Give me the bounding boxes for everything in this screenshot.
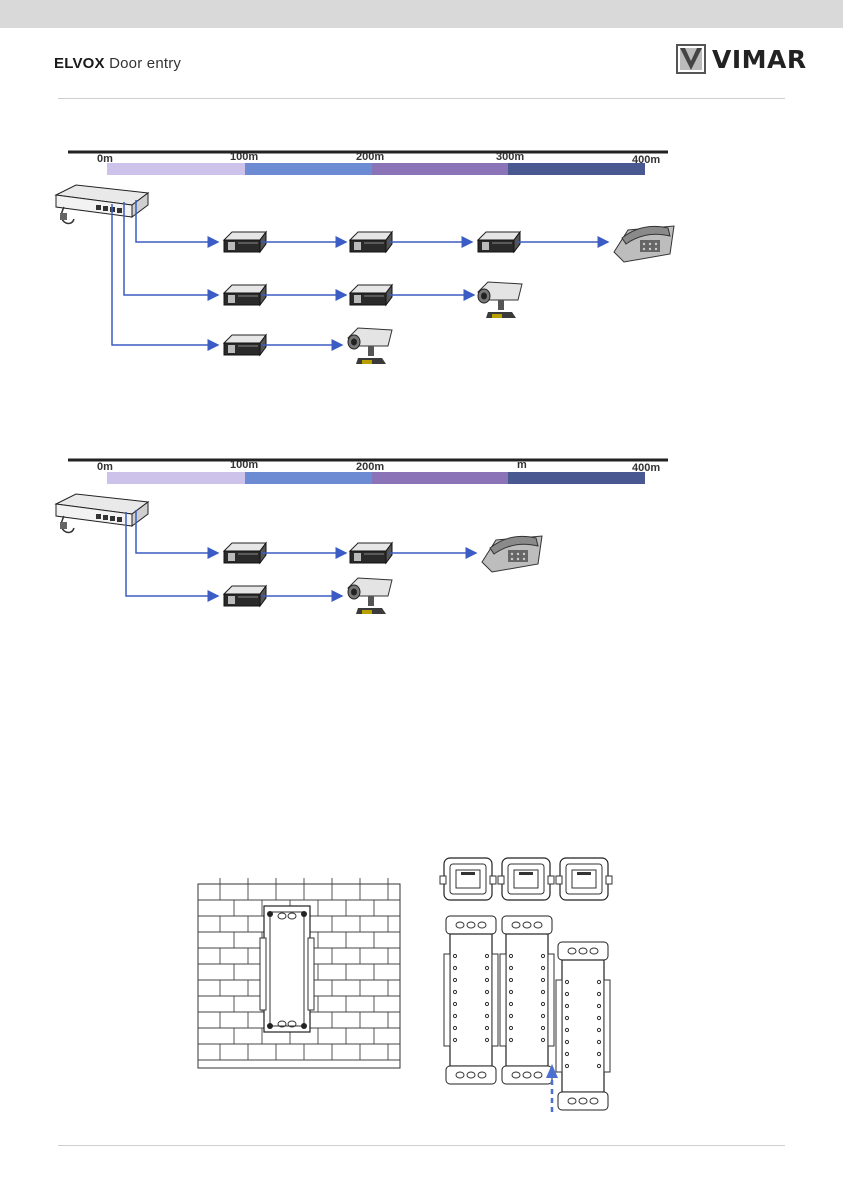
vimar-logo-icon [676, 44, 706, 74]
scale-label-100: 100m [230, 459, 258, 471]
poe-extender-icon [224, 543, 266, 563]
extender-device-mounted [260, 906, 314, 1032]
rj45-module-icon [556, 858, 612, 900]
din-rail-mount-illustration [436, 850, 616, 1114]
scale-label-m: m [517, 459, 527, 471]
scale-segment-2 [245, 472, 372, 484]
brand-light: Door entry [109, 55, 181, 72]
scale-segment-2 [245, 163, 372, 175]
ip-phone-icon [614, 226, 674, 262]
scale-label-0: 0m [97, 461, 113, 473]
network-switch-icon [56, 494, 148, 533]
scale-segment-4 [508, 472, 645, 484]
top-bar [0, 0, 843, 28]
scale-segment-4 [508, 163, 645, 175]
scale-label-0: 0m [97, 153, 113, 165]
poe-extender-icon [350, 232, 392, 252]
brand-bold: ELVOX [54, 55, 105, 72]
vimar-logo: VIMAR [676, 44, 807, 74]
extender-module-icon [444, 916, 498, 1084]
poe-extender-icon [350, 543, 392, 563]
network-switch-icon [56, 185, 148, 224]
logo-text: VIMAR [712, 45, 807, 74]
ip-camera-icon [348, 578, 392, 614]
wall-mount-illustration [190, 876, 408, 1072]
brand-title: ELVOX Door entry [54, 55, 181, 72]
scale-label-200: 200m [356, 151, 384, 163]
scale-segment-1 [107, 472, 245, 484]
distance-diagram-1: 0m 100m 200m 300m 400m [0, 140, 843, 380]
header-divider [58, 98, 785, 99]
scale-label-100: 100m [230, 151, 258, 163]
poe-extender-icon [350, 285, 392, 305]
poe-extender-icon [224, 335, 266, 355]
ip-camera-icon [348, 328, 392, 364]
scale-label-400: 400m [632, 462, 660, 474]
poe-extender-icon [224, 232, 266, 252]
poe-extender-icon [224, 285, 266, 305]
poe-extender-icon [224, 586, 266, 606]
ip-phone-icon [482, 536, 542, 572]
scale-segment-3 [372, 472, 508, 484]
rj45-module-icon [498, 858, 554, 900]
poe-extender-icon [478, 232, 520, 252]
distance-diagram-2: 0m 100m 200m m 400m [0, 448, 843, 628]
scale-label-400: 400m [632, 154, 660, 166]
footer-divider [58, 1145, 785, 1146]
scale-segment-3 [372, 163, 508, 175]
extender-module-icon [556, 942, 610, 1110]
scale-label-200: 200m [356, 461, 384, 473]
rj45-module-icon [440, 858, 496, 900]
ip-camera-icon [478, 282, 522, 318]
scale-segment-1 [107, 163, 245, 175]
extender-module-icon [500, 916, 554, 1084]
scale-label-300: 300m [496, 151, 524, 163]
